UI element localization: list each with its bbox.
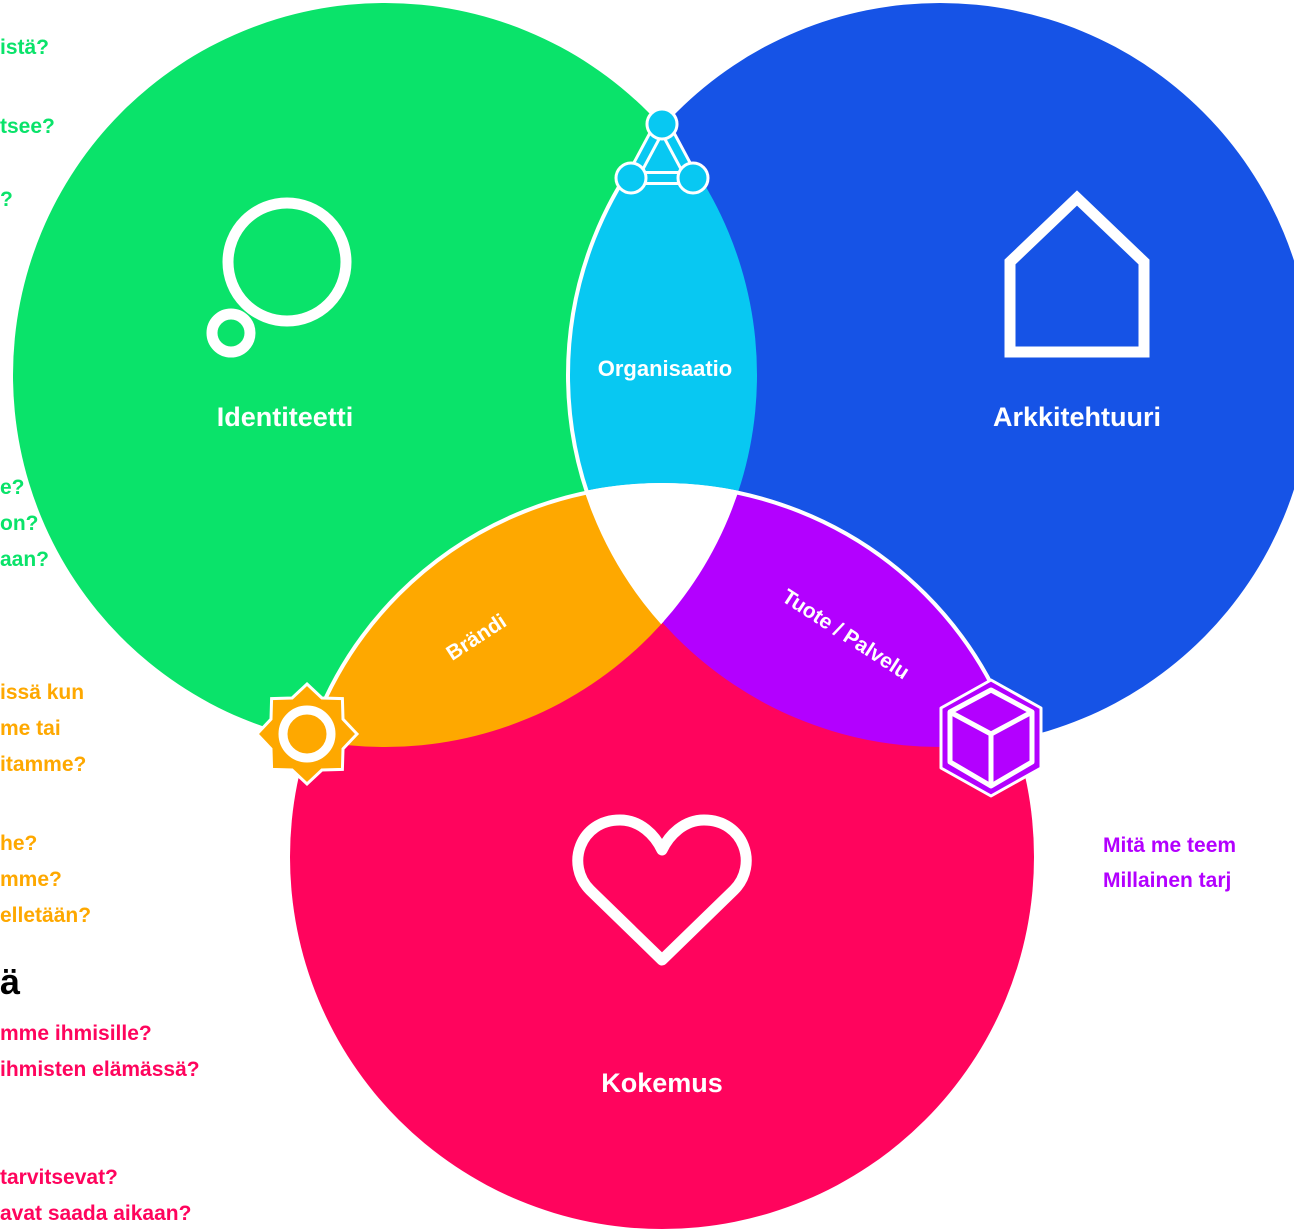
question-line: ?: [0, 188, 13, 211]
question-line: itamme?: [0, 753, 87, 776]
identity-questions-2: e? on? aan?: [0, 470, 49, 578]
question-line: e?: [0, 476, 25, 499]
question-line: Mitä me teem: [1103, 834, 1237, 857]
question-line: on?: [0, 512, 39, 535]
thought-bubble-icon: [206, 197, 352, 358]
brand-questions: issä kun me tai itamme?: [0, 675, 86, 783]
brand-questions-2: he? mme? elletään?: [0, 826, 91, 934]
experience-heading: ä: [0, 961, 21, 1002]
triangle-network-icon: [614, 107, 710, 195]
house-icon: [1004, 190, 1150, 358]
experience-questions: mme ihmisille? ihmisten elämässä?: [0, 1016, 200, 1088]
identity-questions-low: ?: [0, 187, 13, 212]
question-line: tsee?: [0, 115, 55, 138]
question-line: elletään?: [0, 904, 92, 927]
question-line: he?: [0, 832, 38, 855]
question-line: issä kun: [0, 681, 85, 704]
identity-questions-top: istä?: [0, 35, 49, 60]
heart-icon: [572, 814, 752, 966]
cube-icon: [939, 678, 1043, 798]
question-line: ihmisten elämässä?: [0, 1058, 200, 1081]
question-line: istä?: [0, 36, 50, 59]
question-line: mme ihmisille?: [0, 1022, 152, 1045]
question-line: me tai: [0, 717, 61, 740]
brand-lens: [290, 485, 757, 747]
experience-label: Kokemus: [601, 1068, 723, 1098]
question-line: aan?: [0, 548, 50, 571]
question-line: tarvitsevat?: [0, 1166, 118, 1189]
organization-label: Organisaatio: [598, 356, 732, 381]
question-line: mme?: [0, 868, 62, 891]
question-line: avat saada aikaan?: [0, 1202, 192, 1225]
sun-gear-icon: [254, 681, 360, 787]
product-questions: Mitä me teem Millainen tarj: [1103, 828, 1236, 898]
question-line: Millainen tarj: [1103, 869, 1232, 892]
identity-label: Identiteetti: [217, 402, 354, 432]
identity-questions-mid: tsee?: [0, 114, 55, 139]
experience-questions-2: tarvitsevat? avat saada aikaan?: [0, 1160, 191, 1232]
architecture-label: Arkkitehtuuri: [993, 402, 1161, 432]
product-lens: [568, 485, 1034, 747]
